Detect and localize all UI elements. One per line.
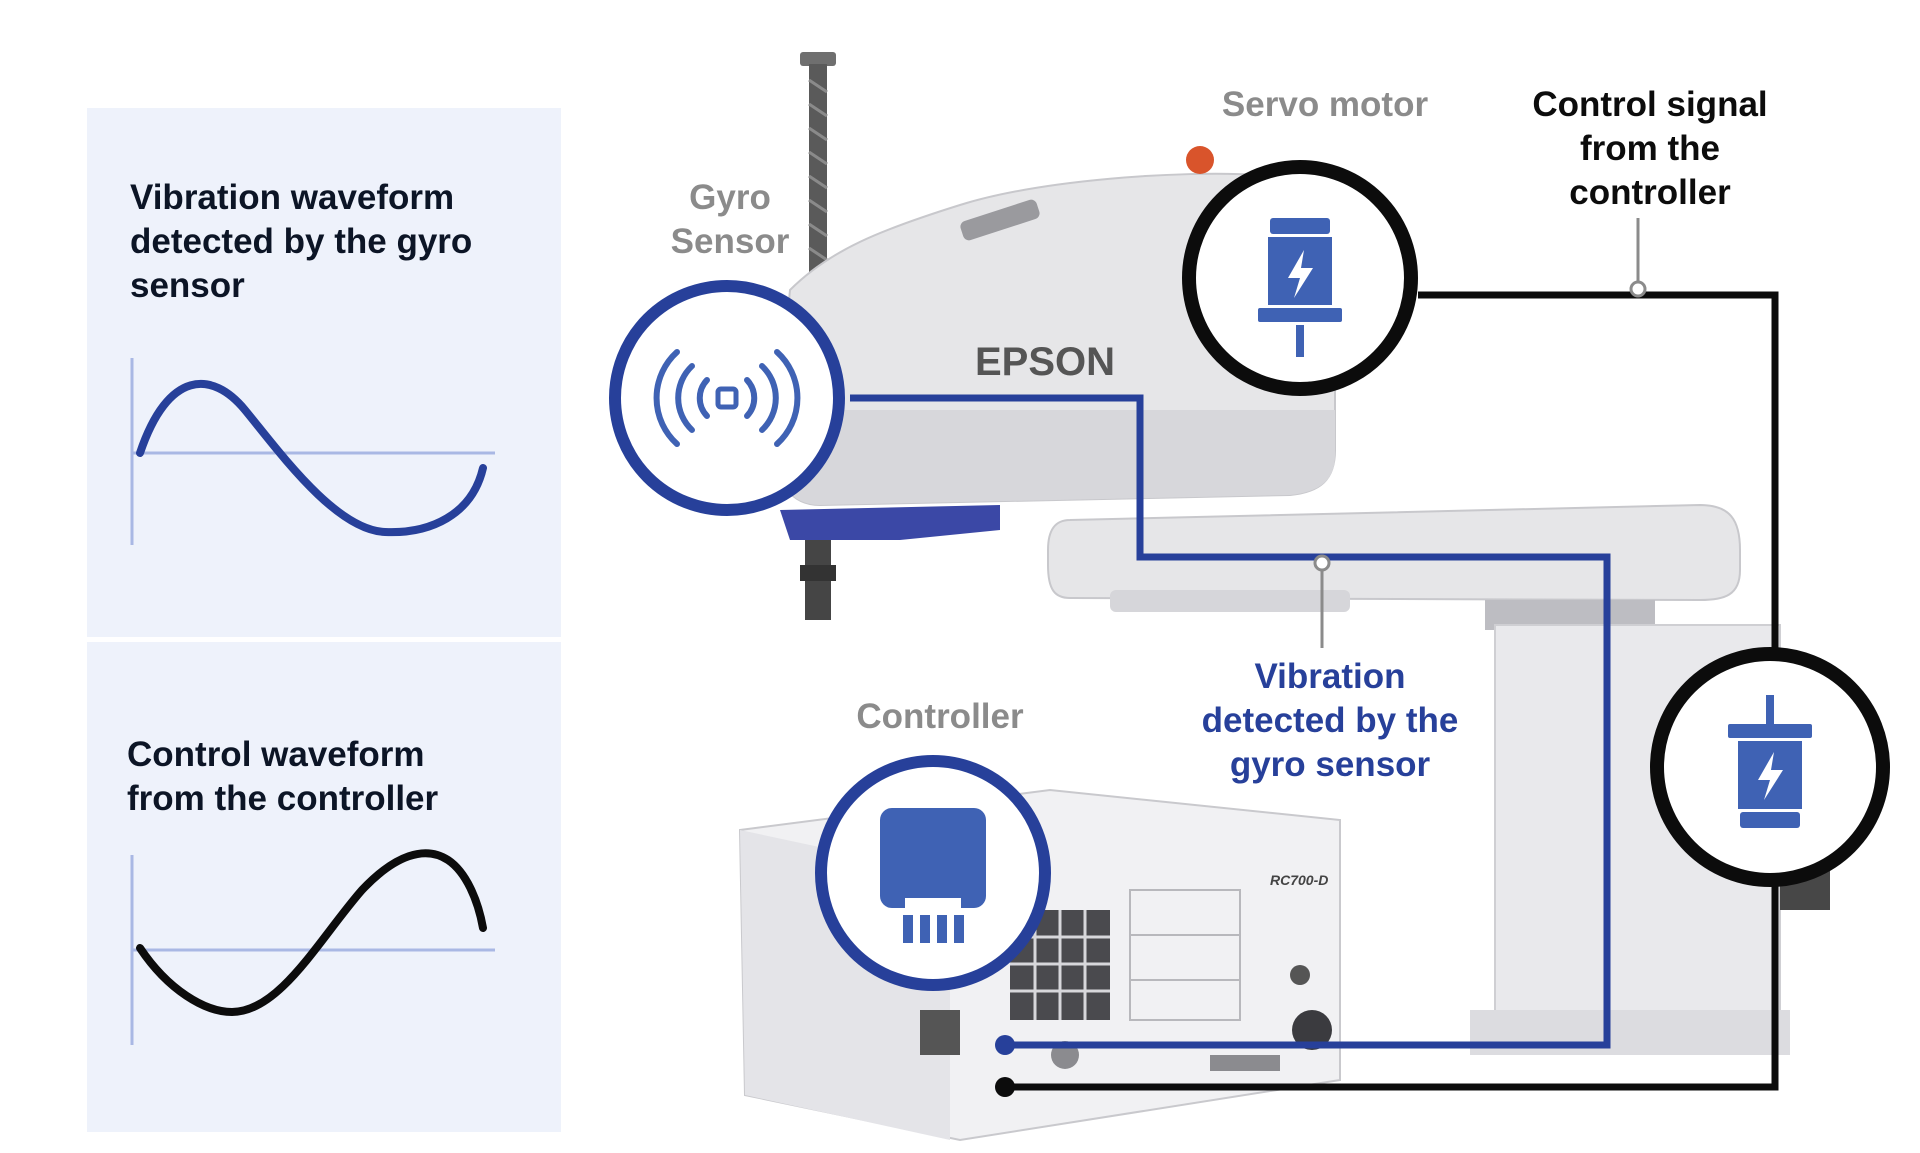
controller-icon xyxy=(815,755,1051,991)
controller-label: Controller xyxy=(856,697,1024,736)
robot-second-arm xyxy=(1047,503,1741,612)
vibration-signal-line xyxy=(850,394,1611,1055)
servo-motor-label: Servo motor xyxy=(1221,85,1429,124)
vibration-waveform-title: Vibration waveform detected by the gyro … xyxy=(130,178,473,305)
control-waveform-title: Control waveform from the controller xyxy=(127,735,439,818)
servo-motor-lower-icon xyxy=(1650,647,1890,887)
controller-model-text: RC700-D xyxy=(1270,872,1328,888)
vibration-waveform-plot xyxy=(130,358,495,545)
gyro-sensor-icon xyxy=(609,280,845,516)
control-waveform-plot xyxy=(130,849,495,1045)
spline-shaft xyxy=(800,52,836,620)
servo-motor-icon xyxy=(1182,160,1418,396)
control-waveform-panel xyxy=(87,642,561,1132)
vibration-detected-label: Vibration detected by the gyro sensor xyxy=(1201,657,1459,784)
control-signal-label: Control signal from the controller xyxy=(1532,85,1768,212)
brand-text: EPSON xyxy=(975,340,1115,384)
gyro-sensor-label: Gyro Sensor xyxy=(670,178,790,261)
vibration-waveform-panel xyxy=(87,108,561,637)
